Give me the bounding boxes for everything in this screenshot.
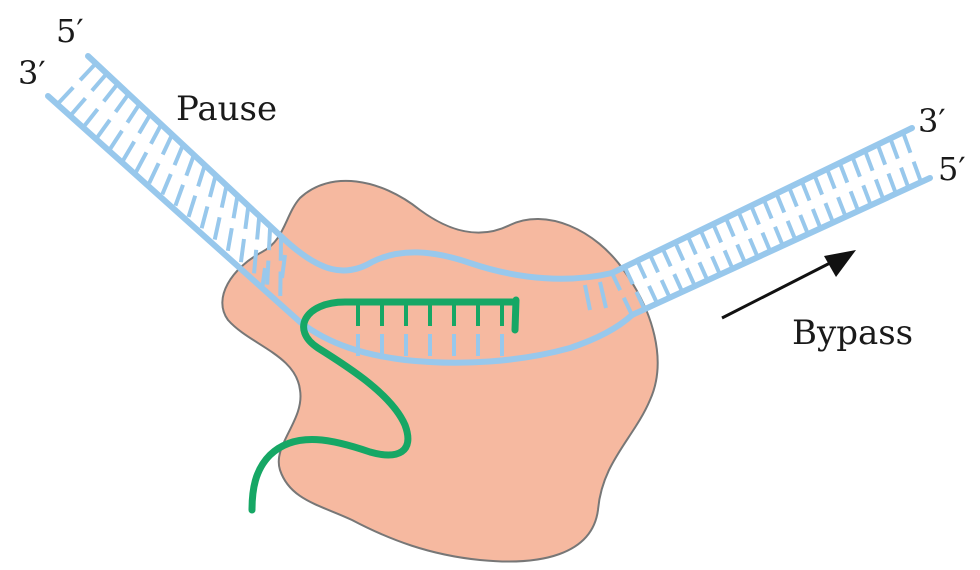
left-base-pair xyxy=(110,131,122,150)
left-3prime-label: 3′ xyxy=(18,54,46,92)
left-base-pair xyxy=(149,163,158,183)
left-base-pair xyxy=(254,250,256,274)
bypass-label: Bypass xyxy=(792,313,913,353)
left-base-pair xyxy=(186,155,194,176)
right-base-pair xyxy=(650,255,658,273)
left-base-pair xyxy=(163,135,172,155)
polymerase-enzyme-blob xyxy=(222,181,657,562)
right-base-pair xyxy=(662,280,670,298)
left-base-pair xyxy=(80,63,96,80)
left-base-pair xyxy=(84,109,98,127)
right-base-pair xyxy=(701,230,709,248)
right-base-pair xyxy=(827,169,835,189)
right-base-pair xyxy=(878,145,885,165)
right-base-pair xyxy=(737,245,745,263)
right-base-pair xyxy=(713,224,721,242)
right-base-pair xyxy=(751,206,759,225)
right-base-pair xyxy=(688,236,696,254)
right-base-pair xyxy=(674,274,682,292)
right-base-pair xyxy=(863,185,871,205)
right-5prime-label: 5′ xyxy=(938,150,966,188)
right-base-pair xyxy=(699,262,707,280)
right-base-pair xyxy=(888,174,895,194)
right-base-pair xyxy=(750,239,758,258)
left-base-pair xyxy=(215,217,220,239)
right-base-pair xyxy=(800,215,808,234)
right-base-pair xyxy=(687,268,695,286)
right-base-pair xyxy=(852,157,860,177)
right-base-pair xyxy=(663,249,671,267)
left-base-pair xyxy=(222,185,227,207)
right-base-pair xyxy=(788,221,796,240)
right-base-pair xyxy=(890,138,897,158)
right-base-pair xyxy=(802,181,810,200)
right-base-pair xyxy=(675,242,683,260)
right-base-pair xyxy=(712,256,720,274)
left-base-pair xyxy=(210,175,216,197)
left-base-pair xyxy=(189,196,196,217)
left-base-pair xyxy=(123,142,134,161)
right-base-pair xyxy=(901,168,908,188)
left-base-pair xyxy=(234,196,238,219)
left-base-pair xyxy=(269,226,270,250)
left-base-pair xyxy=(136,152,146,171)
right-base-pair xyxy=(903,132,910,152)
left-base-pair xyxy=(97,120,110,138)
left-base-pair xyxy=(257,216,259,240)
left-base-pair xyxy=(198,165,205,186)
right-base-pair xyxy=(865,151,873,171)
left-base-pair xyxy=(127,104,139,123)
right-base-pair xyxy=(649,286,657,303)
left-base-pair xyxy=(175,185,183,206)
left-base-pair xyxy=(57,87,73,104)
left-base-pair xyxy=(202,207,208,229)
right-base-pair xyxy=(739,212,747,231)
left-base-pair xyxy=(151,124,161,143)
left-5prime-label: 5′ xyxy=(56,12,84,50)
right-base-pair xyxy=(914,162,921,182)
right-base-pair xyxy=(762,233,770,252)
right-base-pair xyxy=(825,203,833,222)
pause-label: Pause xyxy=(176,89,277,129)
right-base-pair xyxy=(764,200,772,219)
left-base-pair xyxy=(71,98,86,115)
right-base-pair xyxy=(789,187,797,206)
left-base-pair xyxy=(104,84,118,102)
right-base-pair xyxy=(840,163,848,183)
right-base-pair xyxy=(876,179,884,199)
left-base-pair xyxy=(228,228,232,251)
right-base-pair xyxy=(776,194,784,213)
right-base-pair xyxy=(637,261,645,278)
left-base-pair xyxy=(241,239,244,262)
right-duplex-base-pairs xyxy=(612,132,921,315)
left-base-pair xyxy=(267,261,268,285)
left-base-pair xyxy=(245,206,248,229)
left-base-pair xyxy=(139,114,150,133)
right-base-pair xyxy=(851,191,859,211)
left-base-pair xyxy=(92,74,107,91)
right-base-pair xyxy=(725,250,733,268)
left-base-pair xyxy=(175,145,183,165)
right-base-pair xyxy=(838,197,846,217)
left-base-pair xyxy=(116,94,129,112)
right-base-pair xyxy=(775,227,783,246)
right-base-pair xyxy=(813,209,821,228)
right-3prime-label: 3′ xyxy=(918,102,946,140)
right-base-pair xyxy=(726,218,734,236)
right-base-pair xyxy=(814,175,822,194)
left-base-pair xyxy=(162,174,170,194)
